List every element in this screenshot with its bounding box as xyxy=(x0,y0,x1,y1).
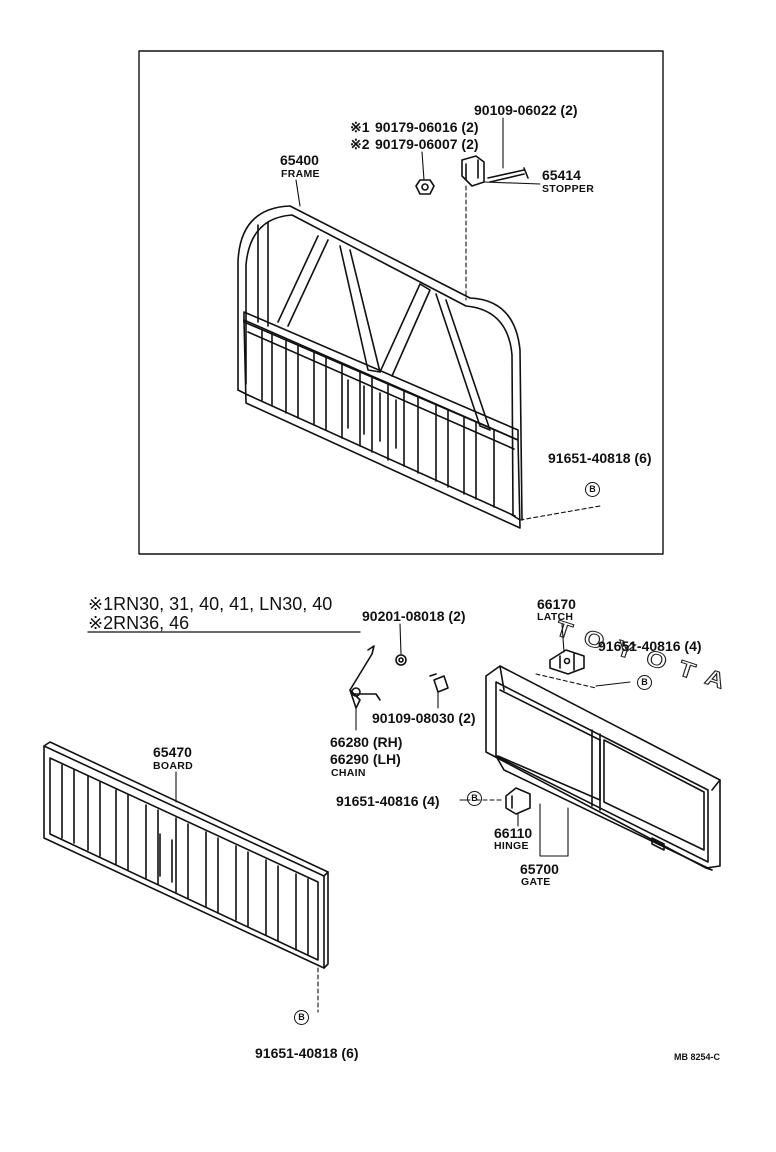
chain-lh-label: 66290 (LH) xyxy=(330,751,401,767)
ref-b-circle-upper: B xyxy=(585,482,600,497)
screw-frame-label: 91651-40818 (6) xyxy=(548,450,652,466)
ref-b-circle-board: B xyxy=(294,1010,309,1025)
stopper-name: STOPPER xyxy=(542,183,595,195)
board-name: BOARD xyxy=(153,760,193,772)
bolt-upper-label: 90109-06022 (2) xyxy=(474,102,578,118)
latch-name: LATCH xyxy=(537,611,574,623)
nut-2-mark: ※2 xyxy=(350,136,370,152)
nut-1-label: 90179-06016 (2) xyxy=(375,119,479,135)
nut-2-label: 90179-06007 (2) xyxy=(375,136,479,152)
gate-drawing xyxy=(485,665,721,871)
note-2: ※2RN36, 46 xyxy=(88,613,190,633)
hinge-name: HINGE xyxy=(494,840,529,852)
board-drawing xyxy=(43,741,329,969)
washer-label: 90201-08018 (2) xyxy=(362,608,466,624)
nut-1-mark: ※1 xyxy=(350,119,370,135)
frame-part-no: 65400 xyxy=(280,152,319,168)
latch-drawing xyxy=(549,649,585,675)
figure-code: MB 8254-C xyxy=(674,1052,721,1062)
stopper-part-no: 65414 xyxy=(542,167,581,183)
upper-group-border xyxy=(138,50,664,555)
ref-b-circle-latch: B xyxy=(637,675,652,690)
chain-drawing xyxy=(349,645,449,709)
screw-board-label: 91651-40818 (6) xyxy=(255,1045,359,1061)
chain-rh-label: 66280 (RH) xyxy=(330,734,403,750)
board-part-no: 65470 xyxy=(153,744,192,760)
chain-name: CHAIN xyxy=(331,767,366,779)
note-1: ※1RN30, 31, 40, 41, LN30, 40 xyxy=(88,594,333,614)
ref-b-circle-hinge: B xyxy=(467,791,482,806)
frame-drawing xyxy=(237,205,523,529)
screw-hinge-label: 91651-40816 (4) xyxy=(336,793,440,809)
bolt-chain-label: 90109-08030 (2) xyxy=(372,710,476,726)
stopper-drawing xyxy=(415,155,529,195)
hinge-part-no: 66110 xyxy=(494,825,533,841)
latch-part-no: 66170 xyxy=(537,596,576,612)
screw-latch-label: 91651-40816 (4) xyxy=(598,638,702,654)
gate-name: GATE xyxy=(521,876,551,888)
frame-name: FRAME xyxy=(281,168,320,180)
gate-part-no: 65700 xyxy=(520,861,559,877)
